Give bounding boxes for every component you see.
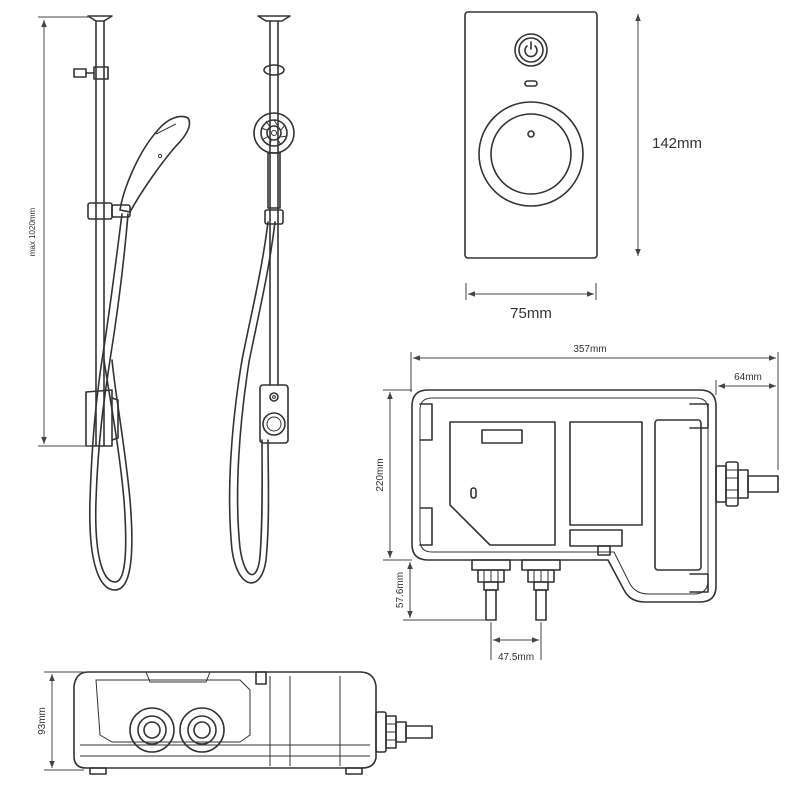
unit-height-label: 220mm (375, 458, 386, 491)
riser-height-dimension: max 1020mm (28, 16, 90, 447)
outlet-projection-dimension: 64mm (715, 372, 776, 395)
dial-indicator (527, 130, 535, 138)
temperature-dial (490, 113, 572, 195)
riser-height-label: max 1020mm (28, 207, 37, 256)
inlet-height-dimension: 57.6mm (395, 562, 486, 621)
power-button-ring (514, 33, 548, 67)
control-width-dimension: 75mm (465, 283, 597, 322)
status-led (524, 80, 538, 87)
unit-depth-dimension: 93mm (37, 671, 84, 771)
unit-width-label: 357mm (573, 344, 606, 355)
control-panel (464, 11, 598, 259)
unit-depth-label: 93mm (37, 707, 48, 735)
inlet-left (471, 559, 511, 621)
outlet-projection-label: 64mm (734, 372, 762, 383)
inlet-centres-label: 47.5mm (498, 652, 534, 663)
power-icon (524, 41, 538, 58)
control-width-label: 75mm (510, 305, 552, 322)
riser-side-view (73, 15, 191, 591)
bottom-inlet-right (179, 707, 225, 753)
temperature-dial-outer (478, 101, 584, 207)
pump-unit-bottom-view (73, 671, 433, 775)
control-height-label: 142mm (652, 135, 702, 152)
inlet-centres-dimension: 47.5mm (490, 622, 542, 663)
riser-front-view (228, 15, 295, 584)
bottom-inlet-left (129, 707, 175, 753)
unit-height-dimension: 220mm (375, 389, 412, 561)
inlet-height-label: 57.6mm (395, 572, 406, 608)
pump-unit-front-view (411, 389, 779, 621)
control-height-dimension: 142mm (635, 14, 702, 256)
unit-width-dimension: 357mm (410, 344, 779, 470)
inlet-right (521, 559, 561, 621)
